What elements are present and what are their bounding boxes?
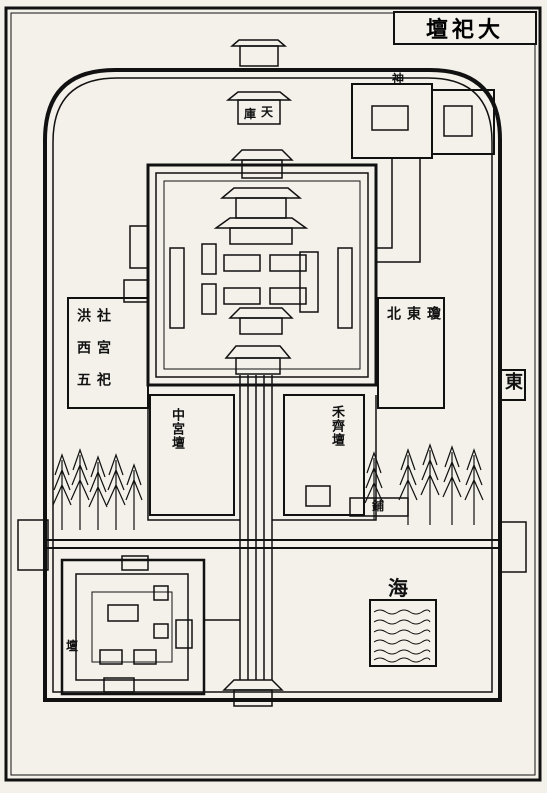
ne-link-2 (376, 158, 421, 263)
east-marker-box (500, 369, 526, 401)
west-wing-hall (67, 297, 149, 409)
sea-waves (373, 609, 431, 663)
shen-label: 神 (392, 72, 405, 86)
sea-pond (369, 599, 437, 667)
mid-right-hall-text: 禾齊壇 (329, 405, 344, 447)
precinct-wall-mid (155, 172, 369, 378)
lower-left-text: 壇 (66, 639, 79, 653)
east-hall-text-2: 東 (405, 306, 421, 321)
se-corridor (272, 395, 377, 521)
tree-groves (52, 443, 484, 530)
east-hall-text-1: 北 (385, 306, 401, 321)
sw-compound-outer (60, 558, 206, 696)
west-hall-text-5: 五 (75, 372, 91, 387)
outer-wall-inner (52, 77, 493, 693)
west-hall-text-2: 社 (95, 308, 111, 323)
heaven-label: 天 (261, 105, 274, 119)
sea-label: 海 (388, 576, 408, 600)
west-hall-text-4: 宮 (95, 340, 111, 355)
west-hall-text-6: 祀 (95, 372, 111, 387)
precinct-wall-outer (146, 163, 378, 387)
east-wing-hall (377, 297, 445, 409)
ne-compound-b (431, 89, 495, 155)
ne-compound-a (351, 83, 433, 159)
west-hall-text-3: 西 (75, 340, 91, 355)
ne-link-1 (376, 158, 393, 249)
east-hall-text-3: 瓊 (425, 306, 441, 321)
small-box-text: 鋪 (372, 499, 385, 513)
map-title: 大祀壇 (393, 11, 537, 45)
outer-wall (43, 68, 502, 702)
storehouse-label: 庫 (244, 107, 257, 121)
sw-corridor (147, 395, 240, 521)
pavilions (17, 39, 527, 707)
east-label: 東 (505, 372, 523, 393)
mid-left-hall-text: 中宮壇 (169, 408, 184, 450)
south-west-hall (149, 394, 235, 516)
page-inner-frame (10, 12, 536, 776)
page-frame (4, 6, 542, 782)
south-east-hall (283, 394, 365, 516)
sw-compound-inner (75, 573, 189, 681)
precinct-wall-inner (163, 180, 361, 370)
map-title-text: 大祀壇 (425, 17, 504, 43)
sw-compound-core (91, 591, 173, 663)
west-hall-text-1: 洪 (75, 308, 91, 323)
